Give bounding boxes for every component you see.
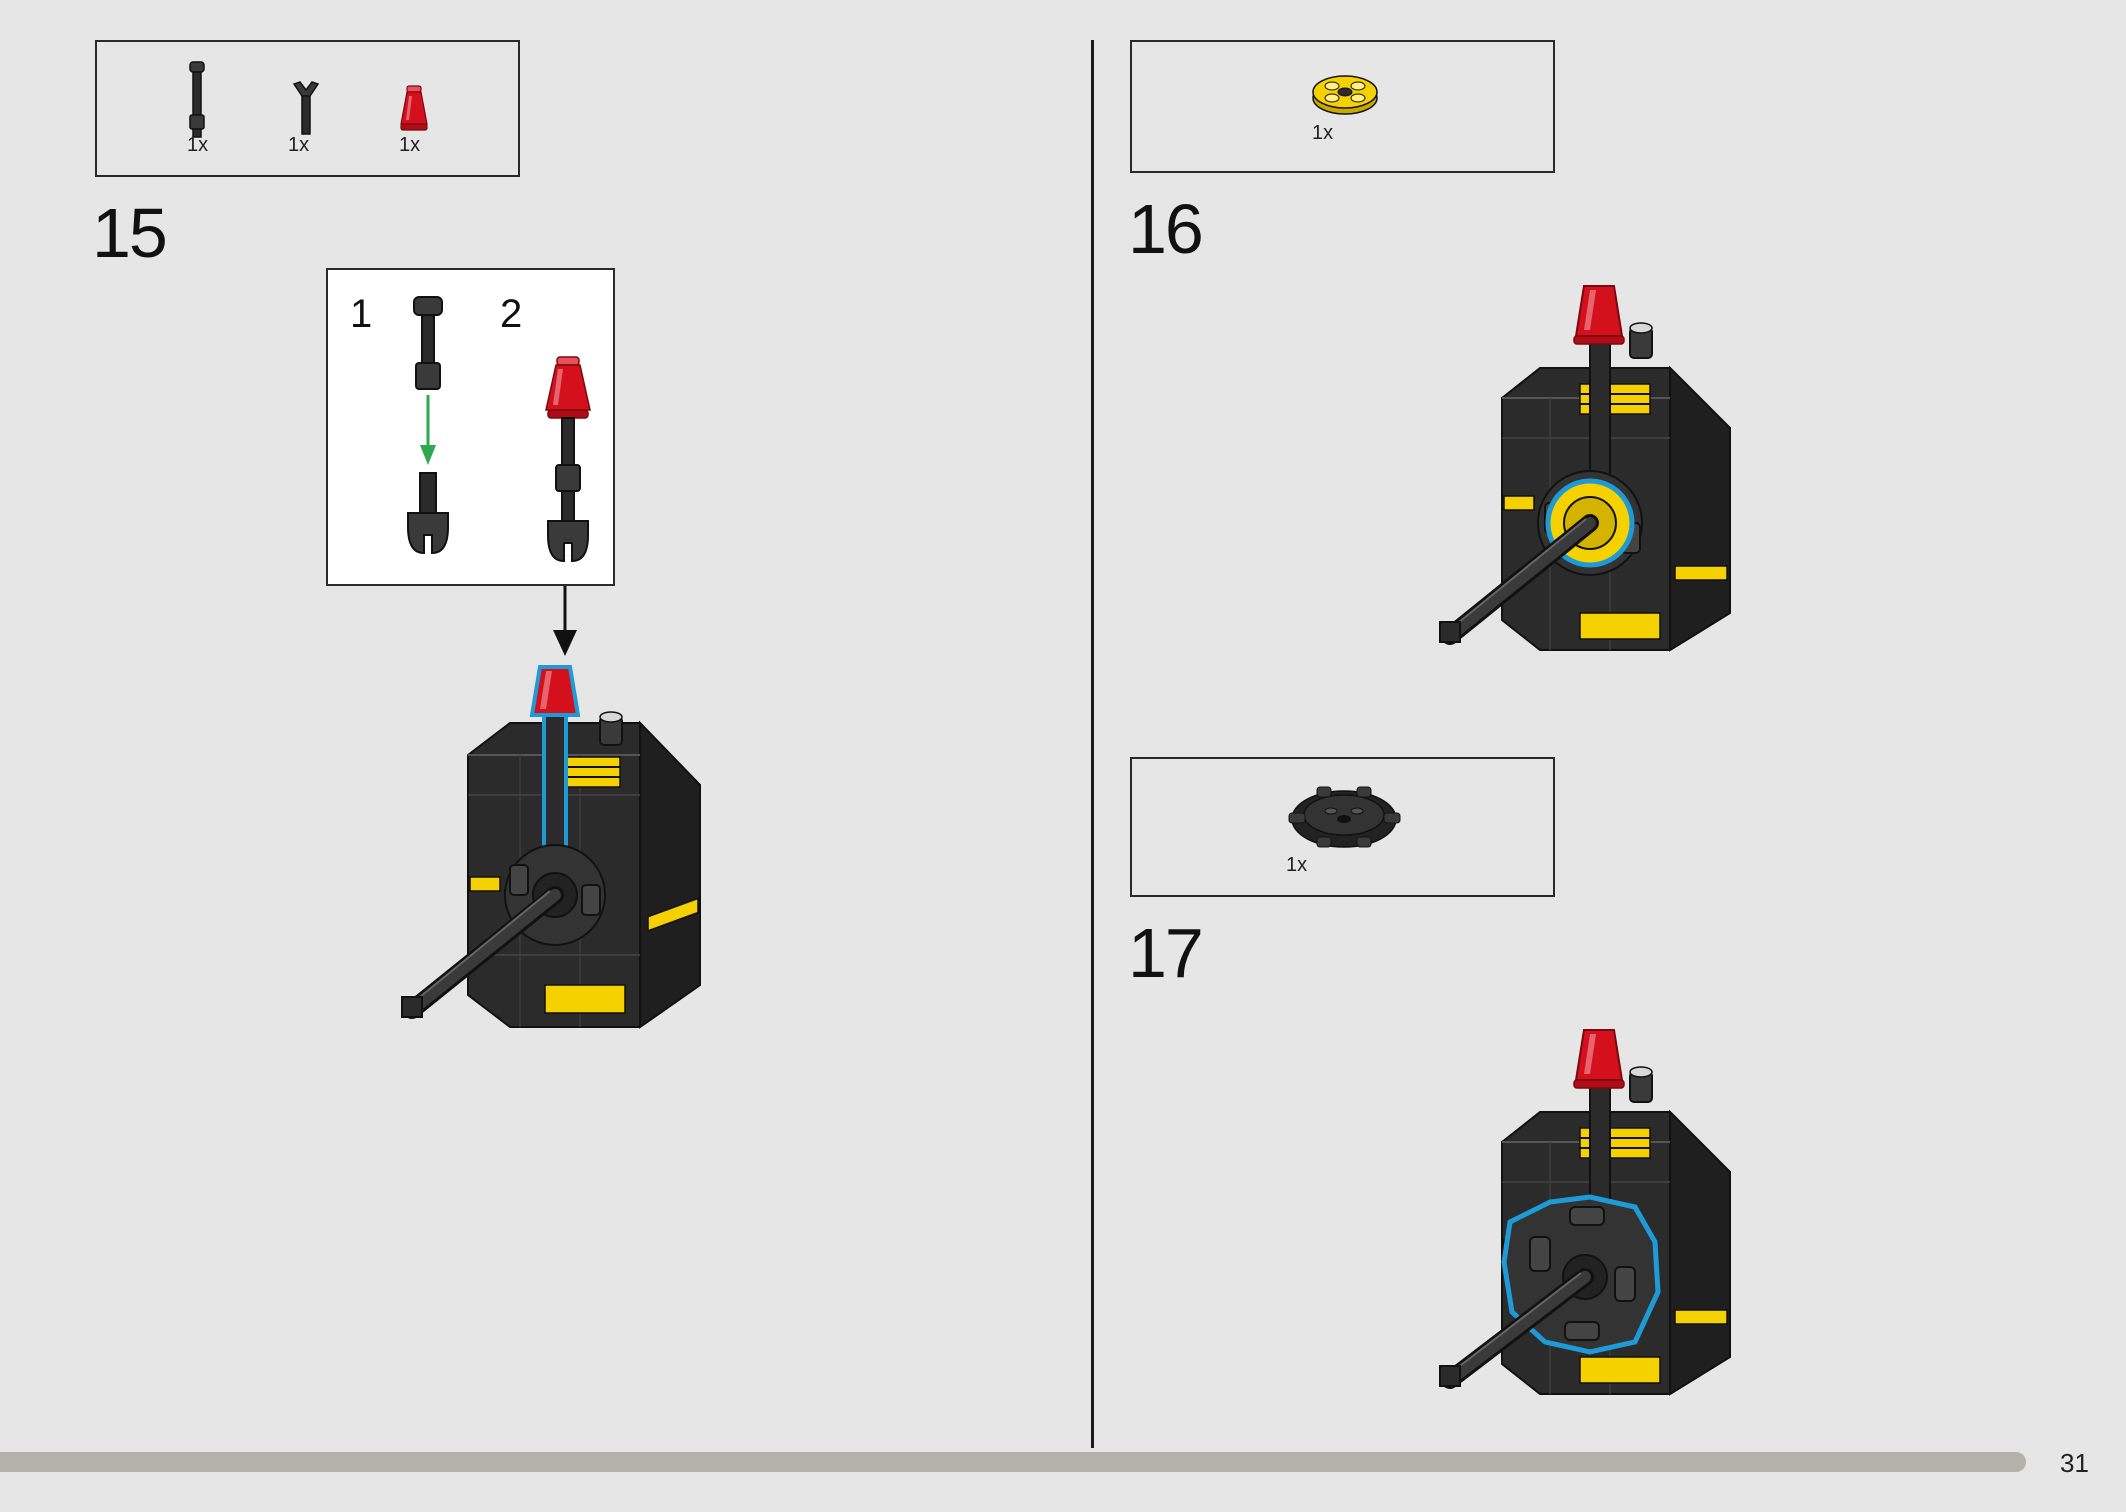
step-17-model-illustration: [1439, 1029, 1731, 1396]
bar-with-bushing-part-icon: [189, 61, 205, 138]
step-number-17: 17: [1128, 914, 1204, 992]
step-15-model-illustration: [401, 665, 701, 1029]
step-16-model-illustration: [1439, 285, 1731, 652]
yellow-round-plate-part-icon: [1312, 75, 1378, 115]
progress-bar: [0, 1452, 2026, 1472]
sub-step-2: 2: [500, 292, 523, 336]
callout-arrow: [553, 586, 577, 656]
sub-step-2-illustration: [545, 356, 591, 563]
page-divider: [1091, 40, 1094, 1448]
part-qty: 1x: [1286, 854, 1308, 876]
sub-step-1: 1: [350, 292, 373, 336]
parts-list-step-17: 1x: [1130, 757, 1555, 897]
clip-part-icon: [292, 81, 320, 135]
part-qty: 1x: [187, 134, 209, 156]
sub-assembly-callout: 1 2: [326, 268, 615, 586]
part-qty: 1x: [399, 134, 421, 156]
part-qty: 1x: [1312, 122, 1334, 144]
page-number: 31: [2060, 1448, 2089, 1478]
parts-list-step-15: 1x 1x 1x: [95, 40, 520, 177]
step-number-15: 15: [92, 194, 168, 272]
red-cone-part-icon: [400, 85, 428, 131]
black-hub-part-icon: [1288, 786, 1401, 848]
step-number-16: 16: [1128, 190, 1204, 268]
part-qty: 1x: [288, 134, 310, 156]
parts-list-step-16: 1x: [1130, 40, 1555, 173]
sub-step-1-illustration: [407, 296, 449, 555]
